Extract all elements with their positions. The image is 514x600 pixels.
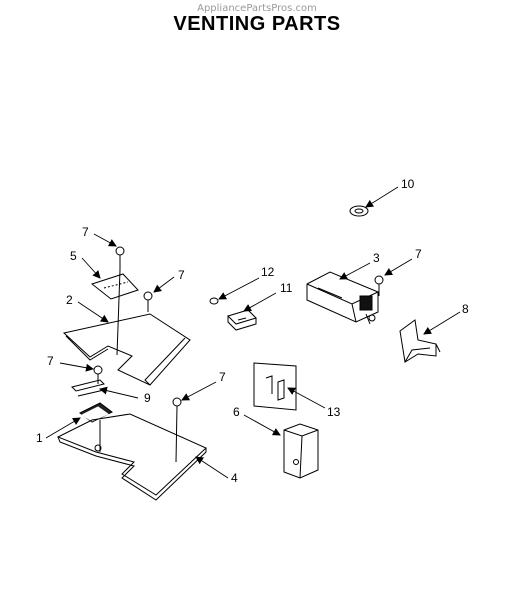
callout-12: 12	[261, 265, 275, 279]
part-9-clip	[71, 379, 105, 397]
part-7-screw-top	[115, 246, 125, 270]
part-3-fan-motor	[306, 271, 379, 325]
part-1-bracket	[79, 402, 113, 423]
callout-5: 5	[70, 249, 77, 263]
callout-1: 1	[36, 431, 43, 445]
part-12-washer	[209, 297, 219, 305]
callout-4: 4	[231, 471, 238, 485]
part-11-switch	[227, 309, 257, 331]
part-6-box	[283, 423, 319, 479]
callout-6: 6	[233, 405, 240, 419]
part-5-plate	[90, 273, 139, 300]
callout-13: 13	[327, 405, 341, 419]
callout-3: 3	[373, 251, 380, 265]
part-7-screw-lower	[172, 397, 182, 463]
part-2-panel	[62, 313, 191, 386]
callout-7-top: 7	[82, 225, 89, 239]
part-7-screw-mid	[143, 291, 153, 312]
part-10-washer	[349, 205, 369, 217]
part-4-bottom-panel	[56, 413, 207, 501]
page-title: VENTING PARTS	[173, 13, 341, 35]
part-7-screw-left	[93, 365, 103, 384]
callout-2: 2	[66, 293, 73, 307]
part-7-screw-right	[374, 275, 384, 296]
callout-10: 10	[401, 177, 415, 191]
callout-8: 8	[462, 302, 469, 316]
callout-7-right: 7	[415, 247, 422, 261]
watermark-text: AppliancePartsPros.com	[197, 3, 317, 14]
callout-9: 9	[144, 391, 151, 405]
mounting-rod	[116, 269, 121, 356]
part-8-bracket	[399, 319, 441, 363]
callout-7-lower: 7	[219, 370, 226, 384]
callout-7-left: 7	[47, 354, 54, 368]
callout-11: 11	[280, 281, 293, 295]
part-13-plate	[253, 362, 297, 411]
callout-7-mid: 7	[178, 268, 185, 282]
